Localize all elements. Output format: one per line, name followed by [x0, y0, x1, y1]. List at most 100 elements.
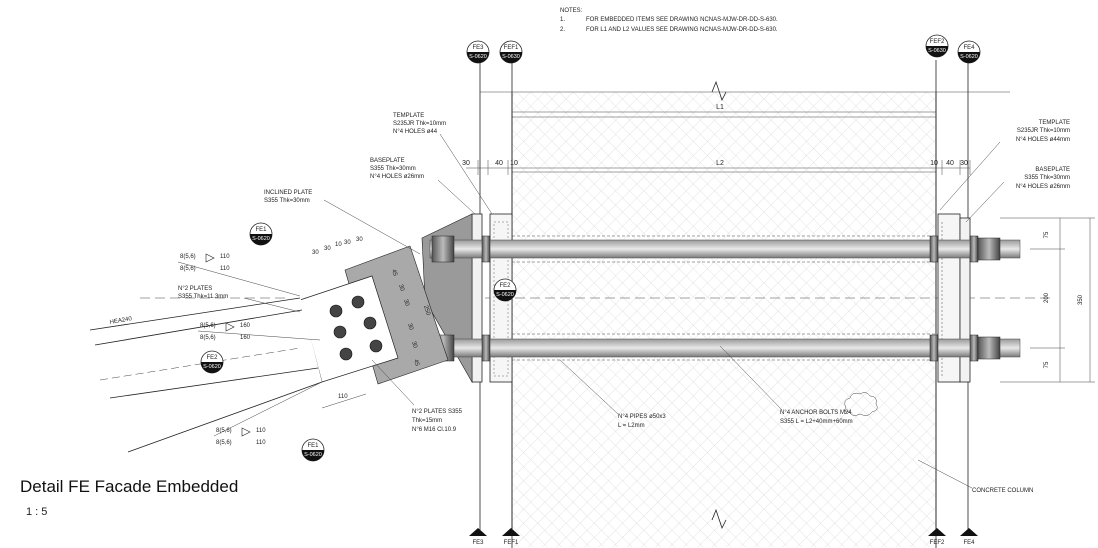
section-tag-fef2-top: FEF2 S-0630 [925, 34, 949, 58]
annotation-anchor-bolts: N°4 ANCHOR BOLTS M24 S355 L = L2+40mm+60… [719, 345, 878, 425]
svg-text:S-0620: S-0620 [203, 364, 221, 370]
right-dimensions: 75 200 75 350 [1000, 217, 1095, 383]
svg-text:30: 30 [356, 237, 363, 243]
svg-text:FEF1: FEF1 [504, 540, 519, 546]
svg-text:TEMPLATE: TEMPLATE [393, 113, 424, 119]
svg-text:FEF2: FEF2 [930, 540, 945, 546]
section-tag-fe3-bottom: FE3 [469, 528, 487, 546]
note-2-number: 2. [560, 27, 565, 33]
svg-text:S355 L = L2+40mm+60mm: S355 L = L2+40mm+60mm [780, 419, 853, 425]
svg-text:N°4 ANCHOR BOLTS M24: N°4 ANCHOR BOLTS M24 [780, 410, 852, 416]
svg-text:S-0620: S-0620 [304, 452, 322, 458]
svg-text:45: 45 [412, 359, 420, 368]
svg-text:S355 Thk=30mm: S355 Thk=30mm [1024, 175, 1070, 181]
section-tag-fef1-top: FEF1 S-0630 [499, 40, 523, 64]
svg-text:160: 160 [240, 335, 251, 341]
svg-text:FE2: FE2 [499, 283, 511, 289]
svg-text:S-0620: S-0620 [496, 292, 514, 298]
svg-text:BASEPLATE: BASEPLATE [1035, 167, 1070, 173]
inclined-connection: HEA240 [89, 245, 449, 453]
notes-block: NOTES: 1. FOR EMBEDDED ITEMS SEE DRAWING… [560, 8, 778, 33]
note-2-text: FOR L1 AND L2 VALUES SEE DRAWING NCNAS-M… [586, 27, 778, 33]
annotation-template-left: TEMPLATE S235JR Thk=10mm N°4 HOLES ø44 [393, 113, 493, 215]
weld-symbols: 8(5,6) 8(5,6) 110 110 8(5,6) 8(5,6) 160 … [177, 253, 323, 446]
svg-text:FE1: FE1 [307, 443, 319, 449]
svg-text:160: 160 [240, 323, 251, 329]
svg-text:S-0630: S-0630 [502, 54, 520, 60]
svg-text:S-0620: S-0620 [960, 54, 978, 60]
detail-title: Detail FE Facade Embedded [20, 477, 238, 496]
svg-text:S-0620: S-0620 [252, 236, 270, 242]
svg-text:L = L2mm: L = L2mm [618, 423, 645, 429]
svg-text:350: 350 [1078, 294, 1084, 305]
detail-scale: 1 : 5 [26, 506, 47, 518]
svg-text:30: 30 [397, 284, 405, 293]
svg-text:N°4 HOLES ø26mm: N°4 HOLES ø26mm [1016, 184, 1070, 190]
svg-text:S-0620: S-0620 [469, 54, 487, 60]
svg-text:110: 110 [220, 266, 230, 272]
annotation-baseplate-right: BASEPLATE S355 Thk=30mm N°4 HOLES ø26mm [965, 167, 1070, 223]
svg-text:110: 110 [220, 254, 230, 260]
svg-text:30: 30 [406, 323, 414, 332]
section-tag-fef1-bottom: FEF1 [502, 528, 520, 546]
svg-text:FE2: FE2 [206, 355, 218, 361]
annotation-n2-plates: N°2 PLATES S355 Thk=11.3mm [178, 286, 301, 313]
svg-text:N°4 HOLES ø26mm: N°4 HOLES ø26mm [370, 174, 424, 180]
svg-text:8(5,6): 8(5,6) [200, 335, 216, 341]
svg-text:INCLINED PLATE: INCLINED PLATE [264, 190, 312, 196]
section-tag-fe2-middle: FE2 S-0620 [493, 278, 517, 302]
svg-text:40: 40 [946, 160, 954, 167]
svg-text:30: 30 [324, 246, 331, 252]
svg-text:8(5,6): 8(5,6) [216, 440, 232, 446]
note-1-text: FOR EMBEDDED ITEMS SEE DRAWING NCNAS-MJW… [586, 17, 778, 23]
svg-text:N°4 HOLES ø44: N°4 HOLES ø44 [393, 129, 438, 135]
concrete-column [480, 80, 1010, 548]
section-tag-fef2-bottom: FEF2 [928, 528, 946, 546]
dimension-l1: L1 [512, 104, 936, 113]
svg-text:10: 10 [930, 160, 938, 167]
section-tag-fe4-top: FE4 S-0620 [957, 40, 981, 64]
svg-text:FE1: FE1 [255, 227, 267, 233]
annotation-concrete-column: CONCRETE COLUMN [917, 459, 1033, 494]
svg-text:N°2 PLATES S355: N°2 PLATES S355 [412, 409, 463, 415]
svg-text:45: 45 [390, 269, 398, 278]
annotation-inclined-plate: INCLINED PLATE S355 Thk=30mm [264, 190, 421, 255]
svg-text:L2: L2 [716, 160, 724, 167]
svg-text:N°6 M16 Cl.10.9: N°6 M16 Cl.10.9 [412, 427, 457, 433]
svg-text:30: 30 [402, 299, 410, 308]
svg-text:8(5,6): 8(5,6) [200, 323, 216, 329]
svg-text:30: 30 [312, 250, 319, 256]
svg-text:N°4 PIPES ø50x3: N°4 PIPES ø50x3 [618, 414, 666, 420]
svg-text:CONCRETE COLUMN: CONCRETE COLUMN [972, 488, 1033, 494]
hea-label: HEA240 [109, 316, 133, 326]
svg-text:8(5,6): 8(5,6) [180, 254, 196, 260]
annotation-pipes: N°4 PIPES ø50x3 L = L2mm [559, 359, 666, 429]
note-1-number: 1. [560, 17, 565, 23]
svg-text:110: 110 [338, 394, 348, 400]
svg-text:S235JR Thk=10mm: S235JR Thk=10mm [393, 121, 446, 127]
section-tag-fe4-bottom: FE4 [960, 528, 978, 546]
svg-text:S-0630: S-0630 [928, 48, 946, 54]
svg-text:TEMPLATE: TEMPLATE [1039, 120, 1070, 126]
notes-heading: NOTES: [560, 8, 583, 14]
annotation-template-right: TEMPLATE S235JR Thk=10mm N°4 HOLES ø44mm [939, 120, 1070, 211]
svg-text:FE3: FE3 [472, 45, 484, 51]
annotation-baseplate-left: BASEPLATE S355 Thk=30mm N°4 HOLES ø26mm [370, 158, 476, 215]
svg-text:250: 250 [422, 305, 431, 317]
svg-text:110: 110 [256, 428, 266, 434]
svg-text:Thk=15mm: Thk=15mm [412, 418, 442, 424]
svg-text:30: 30 [960, 160, 968, 167]
svg-text:N°2 PLATES: N°2 PLATES [178, 286, 212, 292]
svg-text:S355 Thk=30mm: S355 Thk=30mm [370, 166, 416, 172]
svg-text:8(5,6): 8(5,6) [180, 266, 196, 272]
svg-text:110: 110 [256, 440, 266, 446]
svg-text:FE3: FE3 [472, 540, 484, 546]
svg-text:30: 30 [410, 341, 418, 350]
svg-text:10: 10 [335, 242, 342, 248]
svg-text:S355 Thk=11.3mm: S355 Thk=11.3mm [178, 294, 228, 300]
svg-text:S355 Thk=30mm: S355 Thk=30mm [264, 198, 310, 204]
svg-text:S235JR Thk=10mm: S235JR Thk=10mm [1017, 128, 1070, 134]
svg-text:200: 200 [1044, 292, 1050, 303]
annotation-n2-plates-s355: N°2 PLATES S355 Thk=15mm N°6 M16 Cl.10.9 [371, 359, 463, 433]
